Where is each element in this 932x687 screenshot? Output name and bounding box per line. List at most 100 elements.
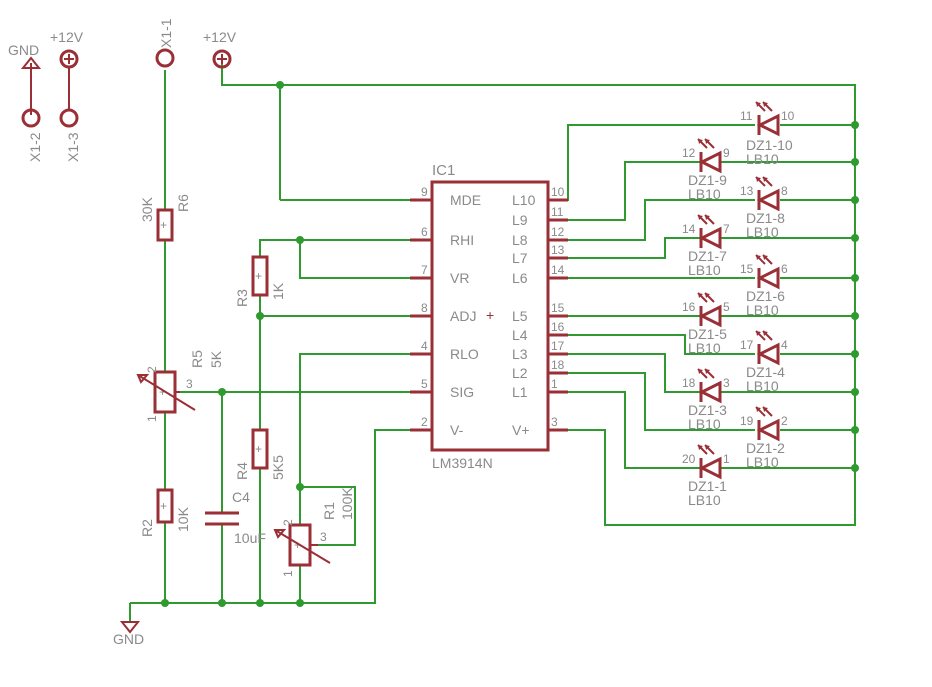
r2-value: 10K (175, 506, 191, 532)
junction-dot (296, 236, 304, 244)
led-body (756, 113, 780, 137)
r1-name: R1 (321, 502, 337, 520)
led-name: DZ1-4 (746, 364, 785, 380)
led-value: LB10 (746, 302, 779, 318)
led-body (698, 456, 722, 480)
led-pin-a: 20 (682, 452, 696, 466)
led-pin-k: 7 (723, 222, 730, 236)
c4-name: C4 (232, 489, 250, 505)
ic1-pin-number: 18 (551, 358, 565, 372)
led-value: LB10 (746, 454, 779, 470)
led-body (756, 188, 780, 212)
junction-dot (851, 196, 859, 204)
resistor-r3: + R3 1K (234, 255, 286, 307)
gnd-symbol-bottom: GND (113, 621, 144, 647)
led-name: DZ1-6 (746, 288, 785, 304)
junction-dot (256, 599, 264, 607)
junction-dot (218, 388, 226, 396)
ic1-pin-l1: 1L1 (512, 377, 568, 400)
connector-x1-2-label: X1-2 (27, 132, 43, 162)
vcc-label: +12V (203, 29, 237, 45)
led-value: LB10 (746, 151, 779, 167)
led-name: DZ1-10 (746, 137, 793, 153)
plus-mark: + (255, 269, 262, 283)
potentiometer-r1: + 2 3 1 R1 100K (273, 487, 355, 577)
led-body (756, 418, 780, 442)
led-value: LB10 (688, 340, 721, 356)
led-body (756, 266, 780, 290)
junction-dot (218, 599, 226, 607)
wire-rlo (299, 353, 430, 525)
r1-pin3: 3 (320, 530, 327, 544)
junction-dot (851, 350, 859, 358)
ic1-pin-label: L2 (512, 365, 528, 381)
led-pin-k: 2 (781, 414, 788, 428)
led-pin-a: 11 (740, 109, 753, 123)
ic1-pin-label: RHI (450, 232, 474, 248)
junction-dot (276, 81, 284, 89)
led-body (698, 380, 722, 404)
ic1-pin-number: 2 (421, 415, 428, 429)
junction-dot (296, 483, 304, 491)
gnd-label: GND (113, 631, 144, 647)
wire-l8 (548, 199, 755, 241)
led-pin-a: 19 (740, 414, 754, 428)
ic1-pin-number: 13 (551, 243, 565, 257)
ic1-pin-label: RLO (450, 346, 479, 362)
led-pin-a: 13 (740, 184, 754, 198)
led-name: DZ1-3 (688, 402, 727, 418)
ic1-pin-label: VR (450, 270, 469, 286)
ic1-name: IC1 (432, 162, 455, 179)
junction-dot (851, 312, 859, 320)
junction-dot (851, 274, 859, 282)
ic1-pin-number: 3 (551, 415, 558, 429)
plus-mark: + (160, 499, 167, 513)
led-pin-k: 10 (781, 109, 795, 123)
led-value: LB10 (746, 378, 779, 394)
led-value: LB10 (688, 186, 721, 202)
led-pin-k: 6 (781, 262, 788, 276)
ic1-pin-label: ADJ (450, 308, 476, 324)
r5-pin2: 2 (145, 366, 159, 373)
ic1-pin-label: V- (450, 422, 464, 438)
r5-value: 5K (208, 350, 224, 368)
ic1-right-pins: 10L1011L912L813L714L615L516L417L318L21L1… (512, 185, 568, 438)
led-value: LB10 (688, 262, 721, 278)
led-body (698, 304, 722, 328)
ic1-pin-label: L8 (512, 232, 528, 248)
vcc-supply-main: +12V (203, 29, 237, 69)
ic1-pin-number: 4 (421, 339, 428, 353)
led-value: LB10 (688, 416, 721, 432)
r1-pin2: 2 (281, 519, 295, 526)
ic1-pin-label: L9 (512, 212, 528, 228)
wire-l7 (548, 237, 700, 259)
gnd-label: GND (8, 42, 39, 58)
r6-name: R6 (175, 194, 191, 212)
r3-value: 1K (270, 282, 286, 300)
r4-value: 5K5 (270, 455, 286, 480)
junctions (161, 81, 859, 607)
led-value: LB10 (688, 492, 721, 508)
r3-name: R3 (234, 289, 250, 307)
ic1-pin-number: 9 (421, 185, 428, 199)
led-name: DZ1-2 (746, 440, 785, 456)
wire-l4 (548, 334, 755, 355)
plus-mark: + (255, 442, 262, 456)
ic1-pin-number: 10 (551, 185, 565, 199)
r1-pin1: 1 (281, 570, 295, 577)
led-pin-k: 8 (781, 184, 788, 198)
